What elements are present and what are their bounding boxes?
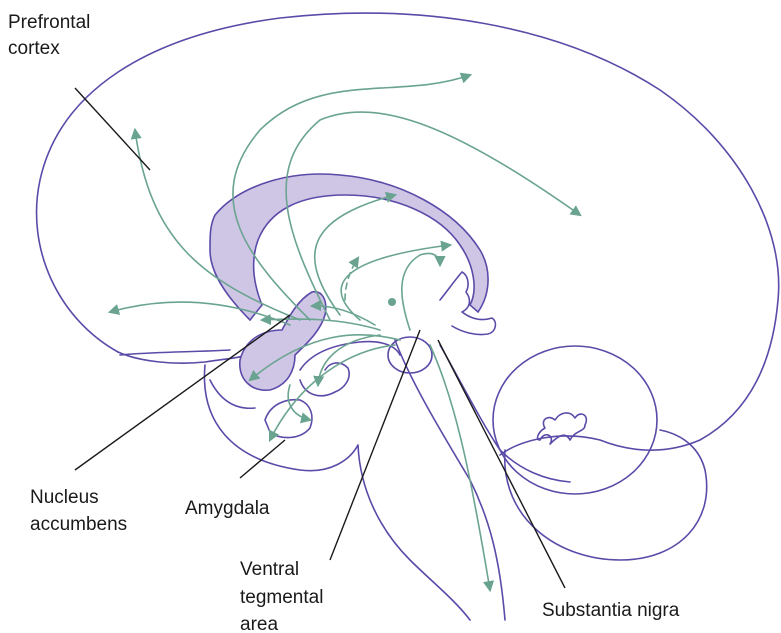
leader-nucleus (75, 315, 290, 470)
pathway-to-septum (341, 245, 450, 320)
label-vta-1: Ventral (240, 559, 299, 580)
cerebellum-lower (505, 430, 707, 560)
pathway-inner-loop (402, 253, 440, 330)
pathway-dashed (345, 258, 358, 300)
label-vta-2: tegmental (240, 587, 323, 608)
mammillary (300, 363, 349, 396)
cerebellum (493, 346, 657, 494)
label-amygdala: Amygdala (185, 498, 270, 519)
fourth-ventricle (538, 413, 587, 444)
label-vta-3: area (240, 614, 278, 633)
label-prefrontal-2: cortex (8, 38, 60, 59)
label-prefrontal-1: Prefrontal (8, 12, 90, 33)
leader-substantia (438, 340, 565, 588)
vta-dot (388, 298, 396, 306)
temporal-lobe-outline (204, 365, 470, 620)
label-substantia: Substantia nigra (542, 600, 680, 621)
label-nucleus-2: accumbens (30, 514, 127, 535)
pathway-to-orbital (110, 302, 290, 325)
leader-prefrontal (75, 88, 150, 170)
label-nucleus-1: Nucleus (30, 487, 99, 508)
pathway-to-cingulate (315, 195, 395, 315)
leader-amygdala (240, 440, 285, 478)
brain-outline (37, 13, 779, 455)
optic-chiasm (120, 350, 230, 355)
